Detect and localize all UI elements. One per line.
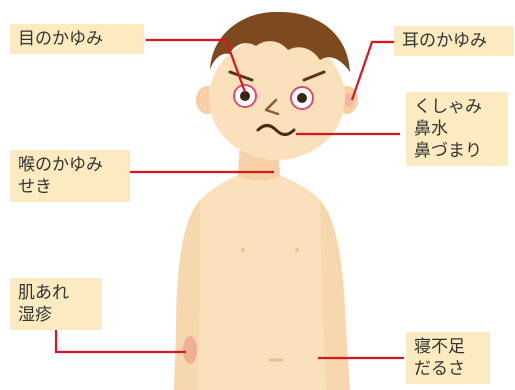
left-eye bbox=[240, 91, 250, 101]
fatigue-text: だるさ bbox=[414, 359, 465, 379]
torso bbox=[187, 168, 338, 390]
right-nipple bbox=[295, 248, 299, 252]
head bbox=[209, 36, 345, 160]
ear-itch-text: 耳のかゆみ bbox=[402, 31, 487, 51]
runny-nose-text: 鼻水 bbox=[414, 119, 448, 139]
skin-leader bbox=[54, 330, 186, 354]
eczema-text: 湿疹 bbox=[18, 305, 52, 325]
right-eyebrow bbox=[302, 70, 326, 82]
eye-leader bbox=[146, 38, 247, 93]
sneeze-text: くしゃみ bbox=[414, 97, 482, 117]
eye-itch-text: 目のかゆみ bbox=[18, 29, 103, 49]
right-eye bbox=[297, 93, 307, 103]
left-nipple bbox=[241, 248, 245, 252]
ear-itch-label: 耳のかゆみ bbox=[394, 26, 514, 56]
fatigue-symptoms-label: 寝不足 だるさ bbox=[406, 332, 490, 384]
mouth bbox=[256, 124, 296, 136]
left-eyebrow bbox=[228, 70, 254, 82]
throat-symptoms-label: 喉のかゆみ せき bbox=[10, 150, 130, 202]
rough-skin-text: 肌あれ bbox=[18, 283, 69, 303]
right-ear-redness bbox=[344, 93, 354, 107]
cough-text: せき bbox=[18, 177, 52, 197]
eye-itch-label: 目のかゆみ bbox=[10, 24, 144, 54]
rash-mark bbox=[183, 336, 197, 364]
right-arm bbox=[320, 200, 350, 390]
hair bbox=[210, 11, 350, 72]
throat-itch-text: 喉のかゆみ bbox=[18, 155, 103, 175]
sleep-deprivation-text: 寝不足 bbox=[414, 337, 465, 357]
nose-symptoms-label: くしゃみ 鼻水 鼻づまり bbox=[406, 92, 508, 166]
stuffy-nose-text: 鼻づまり bbox=[414, 141, 482, 161]
ear-leader bbox=[350, 40, 394, 101]
skin-symptoms-label: 肌あれ 湿疹 bbox=[10, 278, 102, 330]
nose bbox=[264, 98, 280, 116]
